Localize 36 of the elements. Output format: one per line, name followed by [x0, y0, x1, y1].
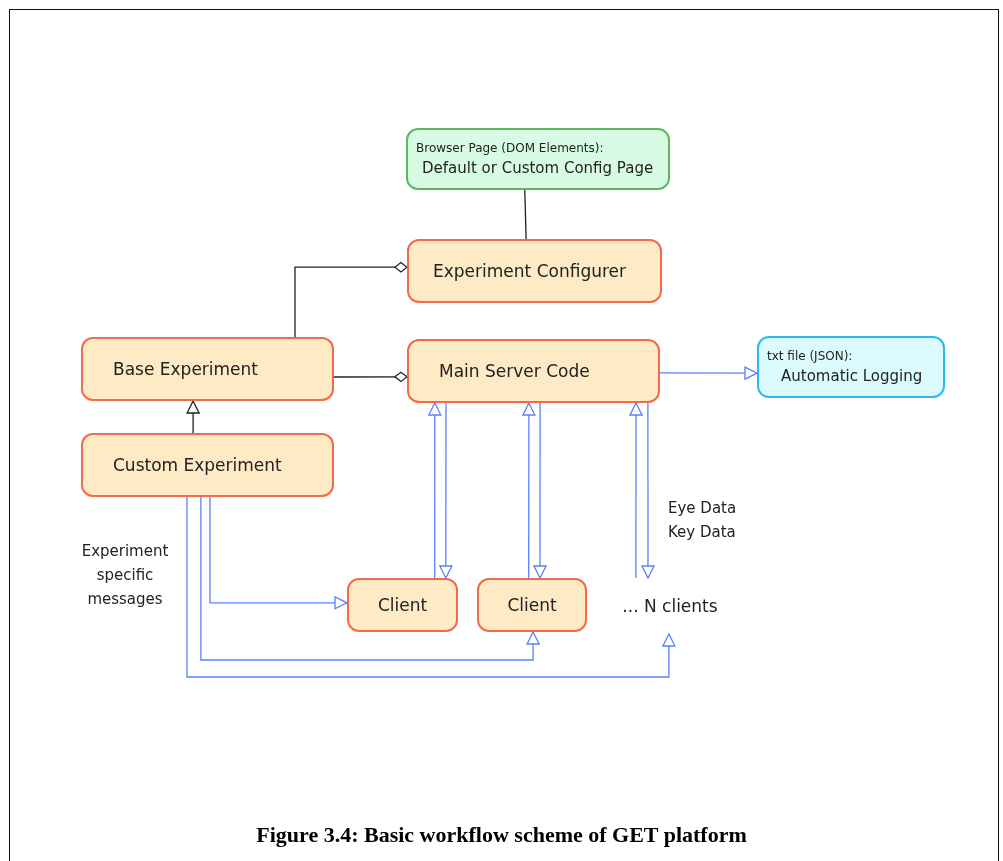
aggregation-line	[294, 261, 408, 338]
aggregation-line	[333, 371, 408, 383]
box-label: Experiment Configurer	[433, 261, 626, 281]
annotation-text: Experiment specific messages	[80, 541, 170, 610]
connector-line	[524, 189, 527, 240]
box-heading: txt file (JSON):	[767, 349, 853, 363]
box-label: Base Experiment	[113, 359, 259, 379]
process-box	[81, 337, 334, 401]
arrow	[209, 496, 348, 610]
box-label: Main Server Code	[439, 361, 590, 381]
process-box	[81, 433, 334, 497]
annotation-text: Eye Data Key Data	[668, 498, 738, 543]
process-box	[406, 128, 670, 190]
process-box	[347, 578, 458, 632]
box-label: Automatic Logging	[781, 367, 923, 385]
arrow	[186, 496, 676, 678]
arrow	[439, 402, 453, 579]
arrow	[629, 402, 643, 579]
arrow	[200, 496, 540, 661]
arrow	[641, 402, 655, 579]
arrow	[533, 402, 547, 579]
box-heading: Browser Page (DOM Elements):	[416, 141, 604, 155]
arrow	[659, 366, 758, 380]
arrow	[186, 400, 200, 434]
process-box	[477, 578, 587, 632]
process-box	[407, 239, 662, 303]
arrow	[522, 402, 536, 579]
arrow	[428, 402, 442, 579]
box-label: Client	[377, 595, 428, 615]
process-box	[757, 336, 945, 398]
node-label: ... N clients	[622, 596, 718, 616]
box-label: Default or Custom Config Page	[422, 159, 654, 177]
figure-caption: Figure 3.4: Basic workflow scheme of GET platform	[255, 822, 748, 848]
box-label: Custom Experiment	[113, 455, 282, 475]
box-label: Client	[507, 595, 557, 615]
process-box	[407, 339, 660, 403]
